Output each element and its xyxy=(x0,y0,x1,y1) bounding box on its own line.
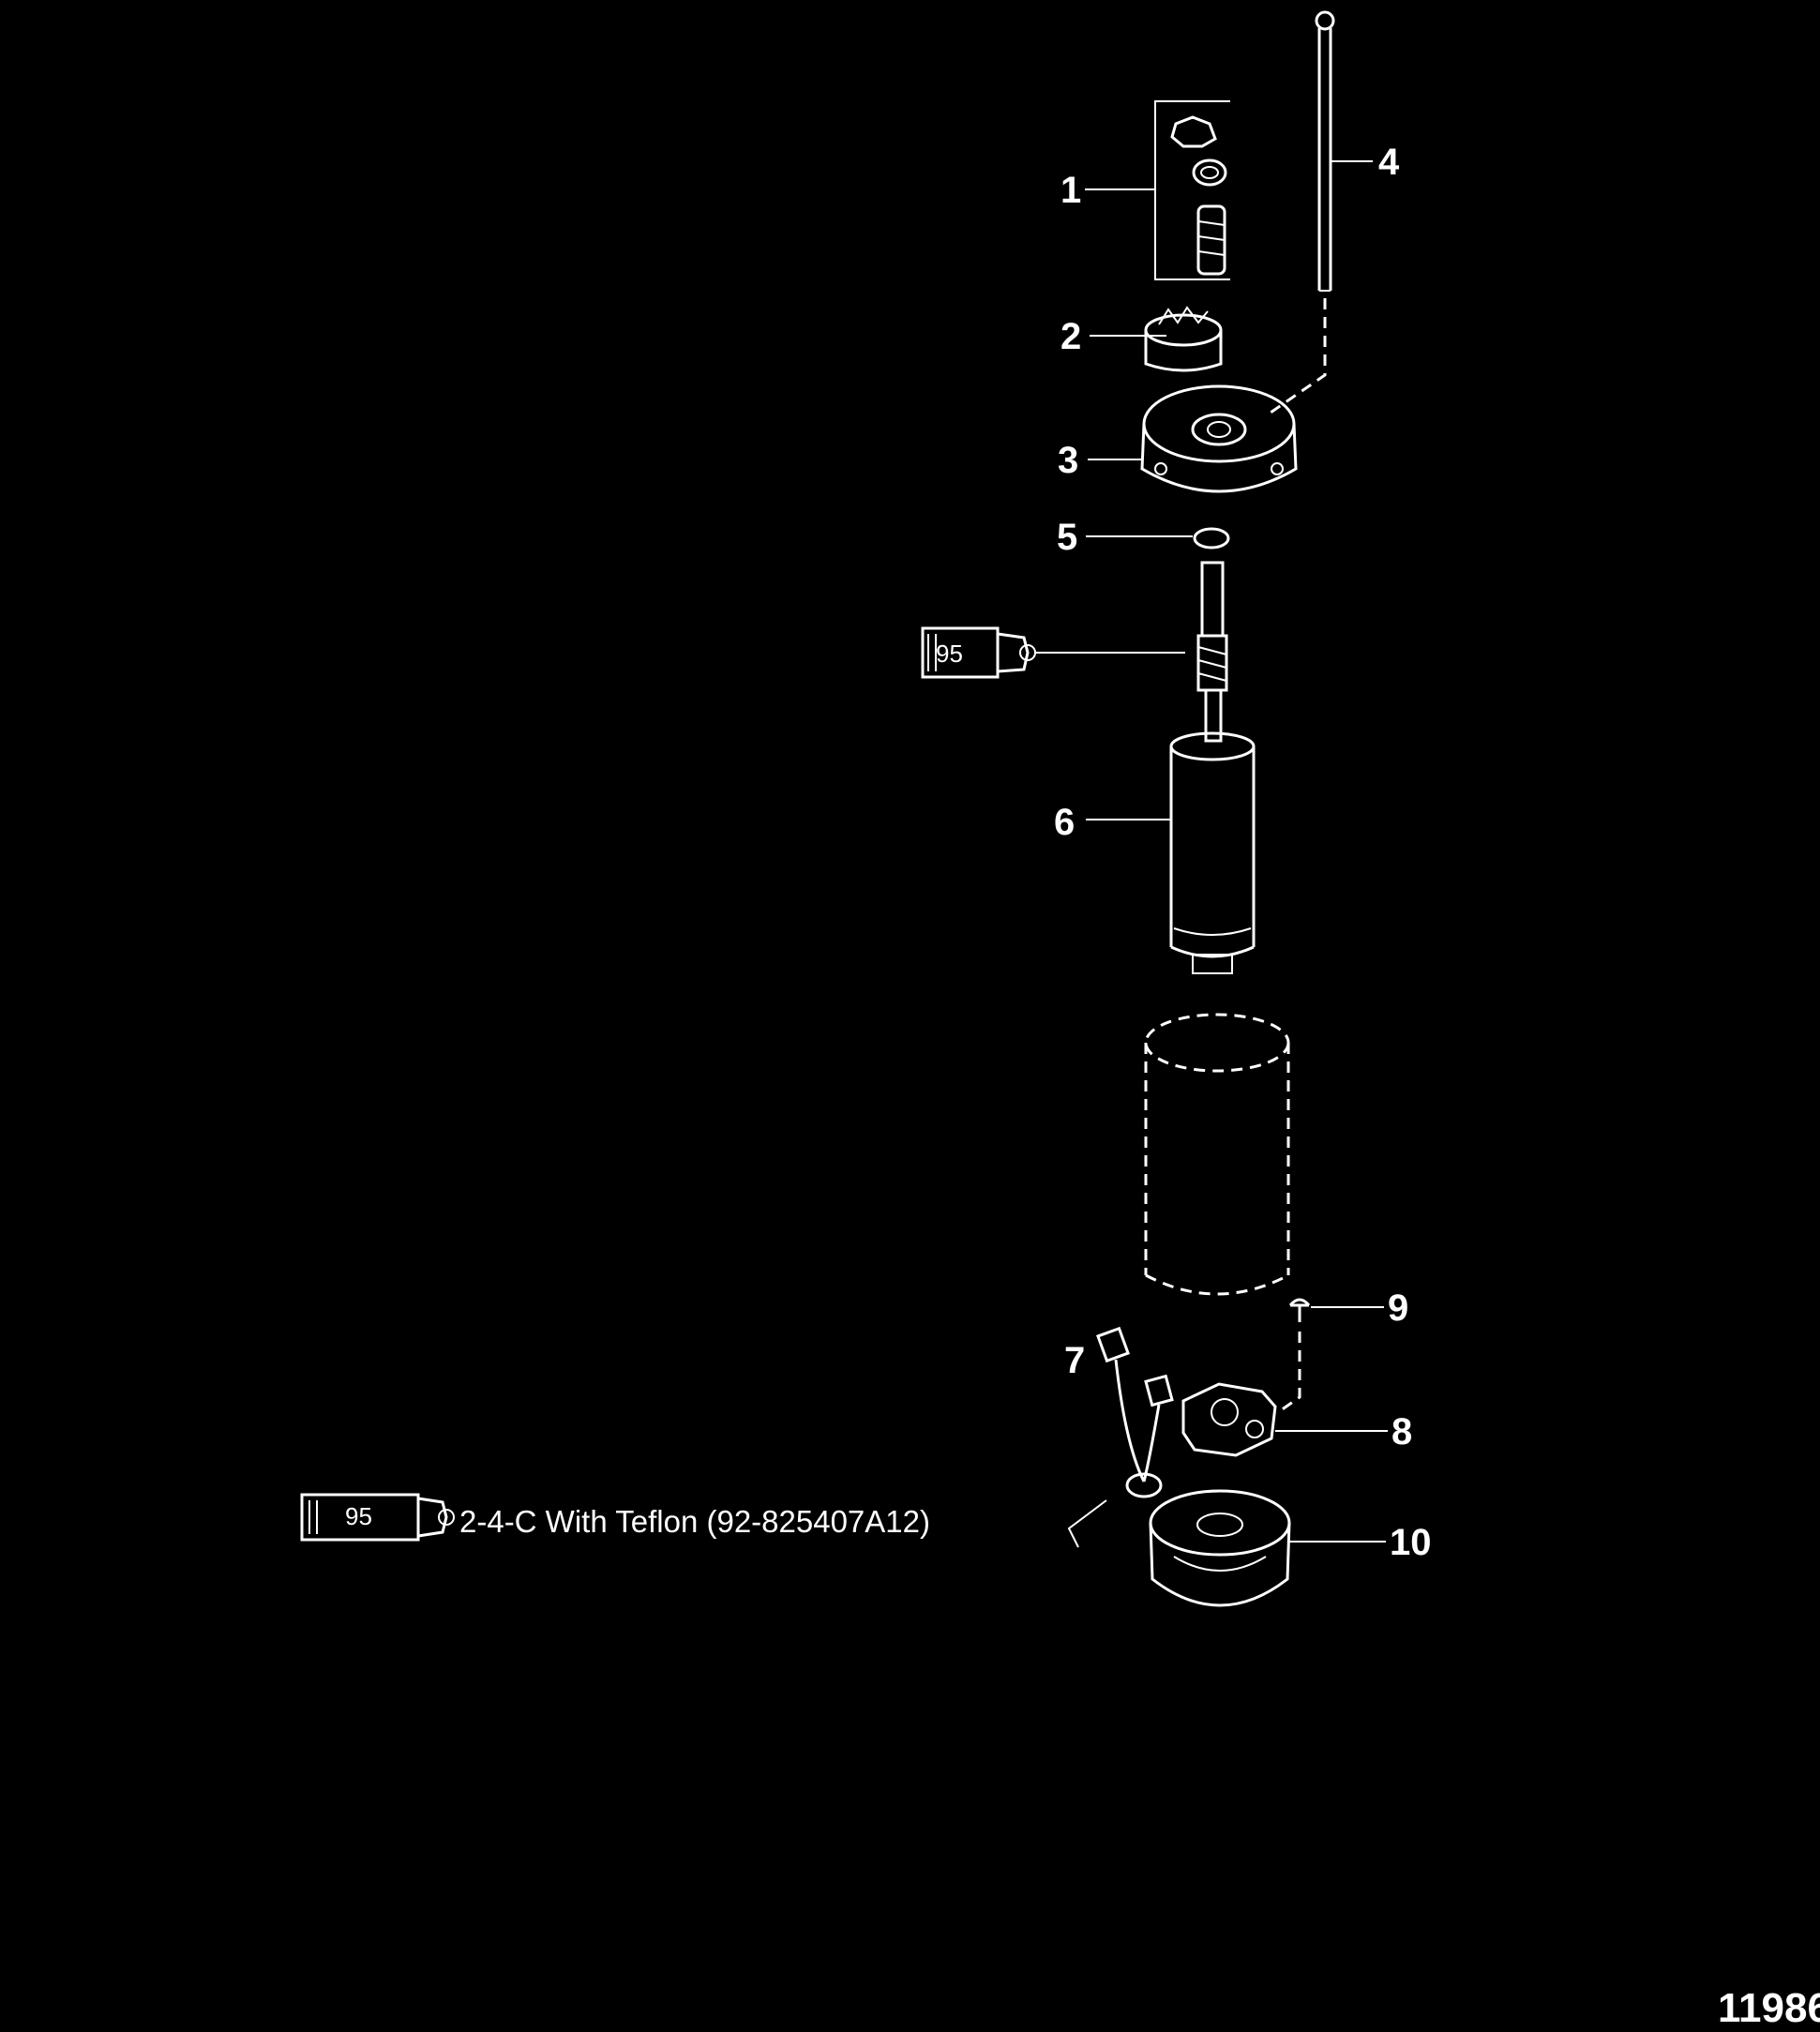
legend-lubricant-description: 2-4-C With Teflon (92-825407A12) xyxy=(459,1504,930,1539)
callout-leaders xyxy=(1085,160,1388,1543)
part-9-screw xyxy=(1280,1298,1311,1412)
frame-housing-outline xyxy=(1144,1013,1290,1296)
legend-tube-number: 95 xyxy=(345,1502,372,1530)
part-3-drive-end-frame xyxy=(1140,384,1298,493)
callout-9: 9 xyxy=(1388,1287,1408,1329)
callout-3: 3 xyxy=(1058,440,1078,481)
lubricant-tube-icon xyxy=(921,626,1185,679)
callout-1: 1 xyxy=(1060,170,1081,211)
figure-id: 11986 xyxy=(1718,1985,1820,2031)
part-6-armature xyxy=(1169,561,1256,974)
lubricant-tube-number: 95 xyxy=(936,640,963,668)
part-2-pinion xyxy=(1144,306,1223,372)
callout-6: 6 xyxy=(1054,802,1075,843)
part-5-washer xyxy=(1193,527,1230,549)
part-7-brushes xyxy=(1067,1326,1174,1548)
part-4-through-bolt xyxy=(1270,10,1335,414)
legend-lubricant-tube-icon xyxy=(300,1493,455,1542)
part-8-brush-holder xyxy=(1181,1382,1277,1457)
callout-10: 10 xyxy=(1390,1522,1432,1563)
callout-2: 2 xyxy=(1060,316,1081,357)
callout-8: 8 xyxy=(1391,1411,1412,1453)
part-10-commutator-end-frame xyxy=(1149,1489,1291,1607)
callout-7: 7 xyxy=(1064,1340,1085,1381)
part-1-drive-kit xyxy=(1154,100,1230,280)
callout-5: 5 xyxy=(1057,517,1077,558)
callout-4: 4 xyxy=(1378,142,1400,183)
